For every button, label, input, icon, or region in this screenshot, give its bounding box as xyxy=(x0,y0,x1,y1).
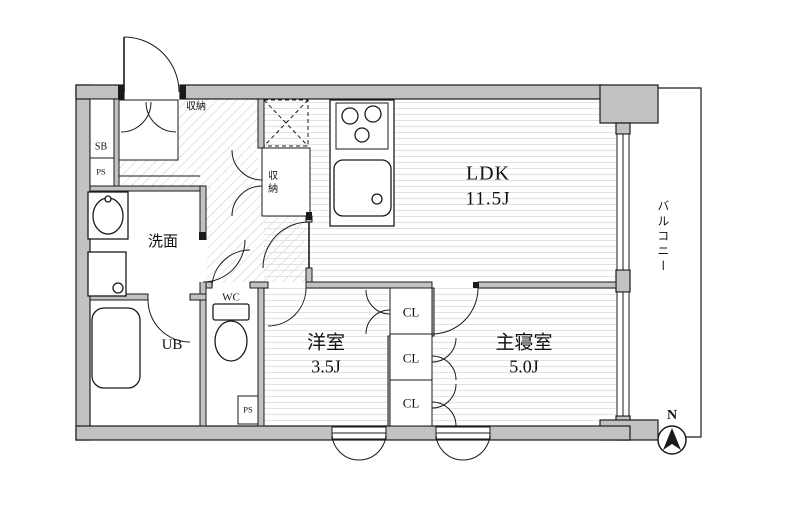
room-area-master: 5.0J xyxy=(509,356,539,377)
toilet-bowl xyxy=(214,320,248,362)
closet-middle-box xyxy=(389,333,433,381)
stove-burner-1 xyxy=(341,107,359,125)
entrance-storage-door-left xyxy=(120,101,152,133)
bedroom-door-jamb xyxy=(473,282,479,288)
room-label-ldk: LDK 11.5J xyxy=(466,160,511,211)
room-area-ldk: 11.5J xyxy=(465,188,511,210)
label-closet-bottom: CL xyxy=(402,395,420,411)
refrigerator-outline xyxy=(263,99,309,147)
washer-pan xyxy=(87,251,127,297)
label-shoe-box: SB xyxy=(94,141,108,153)
entrance-door-arc xyxy=(123,36,180,93)
bath-door-arc xyxy=(147,299,191,343)
door-openings xyxy=(199,240,207,282)
washer-drain xyxy=(112,282,124,294)
pipe-space-upper-box xyxy=(89,157,115,187)
room-label-western: 洋室 3.5J xyxy=(307,331,345,380)
stove-burner-3 xyxy=(354,127,370,143)
western-room-floor xyxy=(264,288,388,426)
room-name-master: 主寝室 xyxy=(495,332,553,354)
hall-storage-box xyxy=(261,147,311,217)
room-name-ldk: LDK xyxy=(465,162,511,185)
label-hall-storage: 収納 xyxy=(265,170,277,196)
stove-burner-2 xyxy=(364,105,382,123)
wall-right-upper xyxy=(615,122,631,135)
door-swings xyxy=(120,36,491,461)
closet-bottom-box xyxy=(389,379,433,427)
wall-hall-ldk-mid-b xyxy=(305,267,313,283)
door-jambs xyxy=(118,85,479,288)
north-arrow-icon xyxy=(663,428,681,450)
windows xyxy=(331,133,630,440)
closet-bottom-door-upper xyxy=(431,383,457,409)
refrigerator-space xyxy=(263,99,309,147)
pipe-space-lower-box xyxy=(237,395,259,425)
entrance-storage-door-right xyxy=(145,101,177,133)
wall-bath-top-b xyxy=(189,293,207,301)
label-pipe-space-upper: PS xyxy=(96,166,106,177)
ldk-door-arc xyxy=(262,221,310,269)
closet-middle-door-lower xyxy=(431,355,457,381)
closet-top-door-upper xyxy=(365,289,391,315)
sink-faucet xyxy=(371,193,383,205)
washroom-door-jamb xyxy=(199,232,206,240)
entrance-storage-box xyxy=(118,99,179,161)
closet-bottom-door-lower xyxy=(431,401,457,427)
wall-hall-left xyxy=(199,185,207,427)
western-window-swing xyxy=(331,432,387,461)
room-label-bath: UB xyxy=(161,337,183,354)
room-area-western: 3.5J xyxy=(311,356,341,377)
master-bedroom-door-arc xyxy=(431,287,479,335)
room-name-western: 洋室 xyxy=(306,332,346,354)
pillar-top-right xyxy=(599,84,659,124)
shoe-box xyxy=(89,98,115,159)
toilet-door-arc xyxy=(211,249,251,289)
master-window-swing xyxy=(435,432,491,461)
label-north: N xyxy=(666,407,678,423)
vanity-basin xyxy=(92,197,124,235)
western-room-door-arc xyxy=(267,287,307,327)
wall-washroom-top xyxy=(89,185,203,192)
label-pipe-space-lower: PS xyxy=(243,404,253,415)
vanity-faucet xyxy=(104,195,112,203)
wall-wc-western xyxy=(257,287,265,427)
hall-storage-door-lower xyxy=(231,185,263,217)
room-label-master: 主寝室 5.0J xyxy=(495,331,552,380)
bathtub xyxy=(91,307,141,389)
wall-right-middle xyxy=(615,269,631,293)
wall-hall-ldk-upper xyxy=(257,98,265,149)
wall-lower-c xyxy=(305,281,433,289)
closet-middle-door-upper xyxy=(431,337,457,363)
ldk-door-jamb xyxy=(306,212,312,220)
room-label-washroom: 洗面 xyxy=(147,234,179,251)
fixtures xyxy=(87,99,395,389)
washroom-door-arc xyxy=(202,239,246,283)
kitchen-sink xyxy=(333,159,392,217)
entrance-jamb-left xyxy=(118,85,124,99)
label-entrance-storage: 収納 xyxy=(186,101,206,113)
label-balcony: バルコニー xyxy=(655,199,670,275)
wall-lower-d xyxy=(477,281,617,289)
wall-lower-a xyxy=(205,281,213,289)
service-boxes xyxy=(89,98,433,427)
ldk-floor xyxy=(264,99,616,282)
room-label-toilet: WC xyxy=(222,291,240,304)
label-closet-middle: CL xyxy=(402,350,420,366)
master-bedroom-floor xyxy=(432,288,616,426)
toilet-tank xyxy=(212,303,250,321)
closet-top-door-lower xyxy=(365,309,391,335)
closet-top-box xyxy=(389,287,433,335)
hall-storage-door-upper xyxy=(231,149,263,181)
washroom-door-opening xyxy=(199,240,207,282)
refrigerator-cross-2 xyxy=(263,99,309,147)
wall-top xyxy=(179,84,603,100)
compass xyxy=(657,425,687,455)
entrance-jamb-right xyxy=(180,85,186,99)
wall-top-left xyxy=(75,84,125,100)
label-closet-top: CL xyxy=(402,304,420,320)
wall-lower-b xyxy=(249,281,269,289)
wall-sb-hall xyxy=(113,98,120,187)
